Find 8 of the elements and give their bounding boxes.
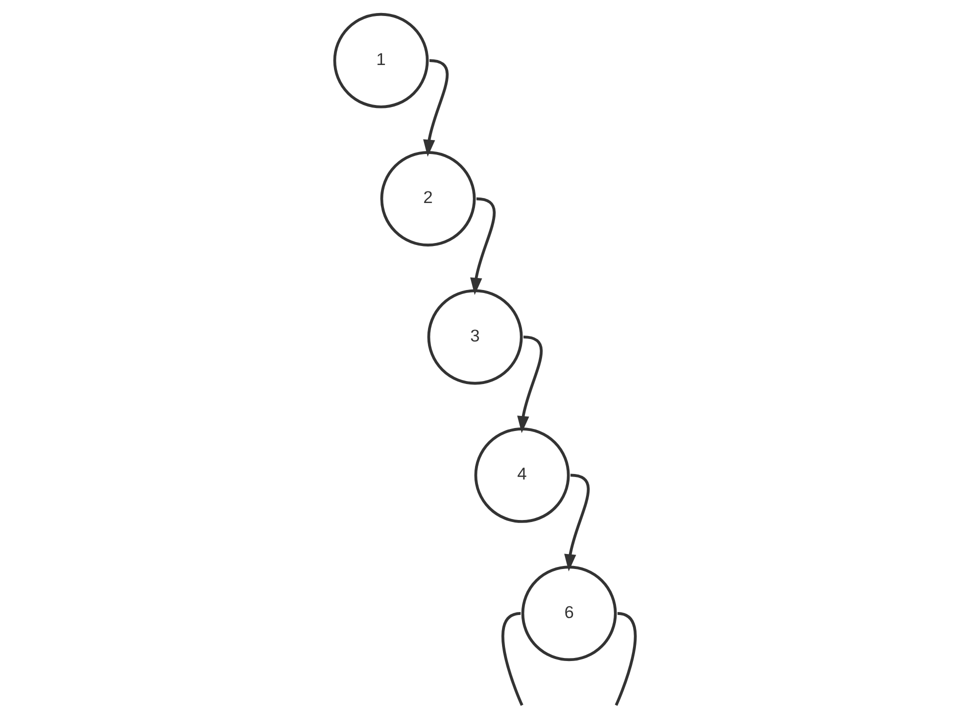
node-circle: 6	[521, 566, 617, 662]
connector	[614, 612, 637, 706]
connector	[501, 612, 524, 706]
node-circle: 4	[474, 427, 570, 523]
node-circle: 3	[427, 289, 523, 385]
node-circle: 1	[333, 12, 429, 108]
arrow	[517, 336, 543, 434]
node-circle: 2	[380, 151, 476, 247]
